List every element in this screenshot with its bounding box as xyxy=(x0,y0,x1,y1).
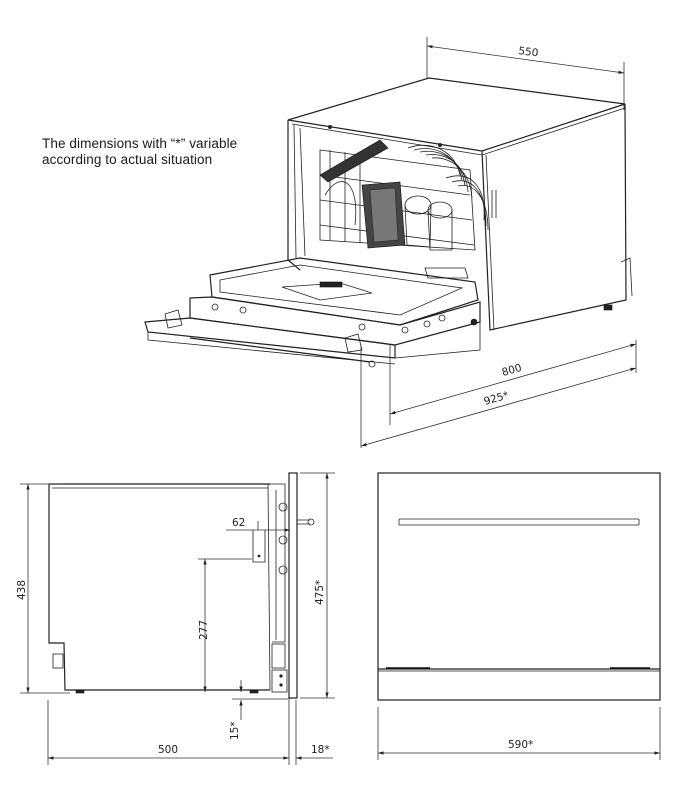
front-view: 590* xyxy=(377,472,661,760)
dim-side-height: 438 xyxy=(16,483,70,694)
dim-label-18: 18* xyxy=(311,744,330,756)
dim-label-15: 15* xyxy=(229,721,241,740)
variable-dimensions-note: The dimensions with “*” variable accordi… xyxy=(42,136,237,168)
dim-side-total-height: 475* xyxy=(300,472,335,699)
dim-isometric-depth: 800 925* xyxy=(360,340,637,448)
dim-isometric-width: 550 xyxy=(426,37,625,110)
dim-side-foot-clearance: 15* xyxy=(229,680,290,740)
isometric-view: 550 xyxy=(144,37,637,448)
dim-label-500: 500 xyxy=(158,744,178,756)
note-line-2: according to actual situation xyxy=(42,152,213,167)
side-view: 438 475* 62 277 15* xyxy=(16,472,335,765)
dim-label-62: 62 xyxy=(232,517,245,529)
dim-label-800: 800 xyxy=(501,362,524,379)
dim-side-hinge-height: 277 xyxy=(198,558,252,692)
dim-label-475: 475* xyxy=(314,580,326,605)
dim-side-hinge-offset: 62 xyxy=(226,517,290,532)
dim-label-277: 277 xyxy=(198,620,210,640)
dim-label-590: 590* xyxy=(508,739,533,751)
dim-label-550: 550 xyxy=(518,45,539,59)
dim-front-width: 590* xyxy=(377,707,661,760)
dim-label-438: 438 xyxy=(16,580,28,600)
note-line-1: The dimensions with “*” variable xyxy=(42,136,238,151)
dim-side-depth: 500 18* xyxy=(47,700,333,765)
open-door xyxy=(144,257,481,368)
interior-racks xyxy=(319,139,489,279)
